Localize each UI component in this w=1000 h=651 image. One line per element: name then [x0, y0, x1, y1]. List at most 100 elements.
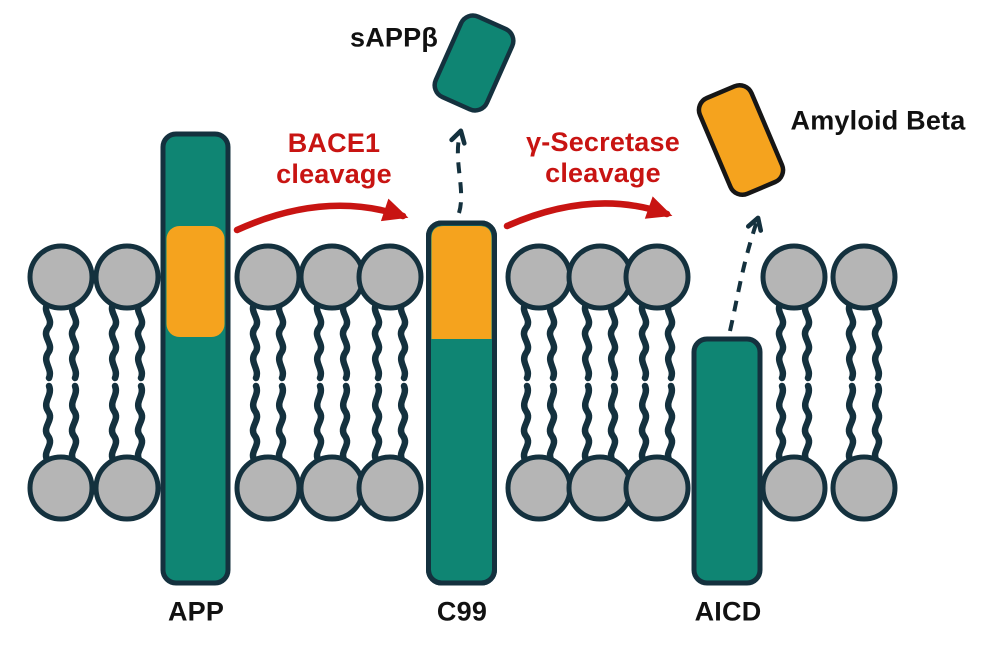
- lipid-head: [505, 243, 573, 311]
- lipid-tail: [108, 299, 120, 382]
- lipid-tail: [371, 382, 383, 465]
- lipid-head: [566, 454, 634, 522]
- lipid-tail: [546, 382, 558, 465]
- lipid-tail: [313, 299, 325, 382]
- lipid-head: [760, 243, 828, 311]
- amyloid-beta-label: Amyloid Beta: [790, 105, 966, 136]
- lipid-tail: [42, 299, 54, 382]
- app-protein-bar: [160, 131, 231, 586]
- lipid-upper: [830, 243, 898, 382]
- lipid-head: [234, 454, 302, 522]
- lipid-head: [298, 454, 366, 522]
- lipid-tail: [397, 299, 409, 382]
- gamma-secretase-label-line1: γ-Secretase: [526, 127, 680, 157]
- lipid-tail: [249, 299, 261, 382]
- lipid-lower: [830, 382, 898, 522]
- lipid-lower: [760, 382, 828, 522]
- lipid-tail: [638, 382, 650, 465]
- lipid-tail: [68, 382, 80, 465]
- lipid-tail: [339, 382, 351, 465]
- lipid-head: [760, 454, 828, 522]
- lipid-tail: [546, 299, 558, 382]
- lipid-lower: [298, 382, 366, 522]
- lipid-head: [830, 454, 898, 522]
- lipid-tail: [871, 382, 883, 465]
- lipid-head: [830, 243, 898, 311]
- lipid-tail: [68, 299, 80, 382]
- lipid-tail: [801, 382, 813, 465]
- lipid-bilayer-membrane: [27, 243, 898, 522]
- lipid-lower: [356, 382, 424, 522]
- gamma-secretase-cleavage-label: γ-Secretase cleavage: [526, 127, 680, 189]
- lipid-tail: [845, 299, 857, 382]
- lipid-tail: [607, 382, 619, 465]
- bace1-cleavage-label: BACE1 cleavage: [276, 128, 392, 190]
- lipid-tail: [581, 382, 593, 465]
- app-label: APP: [167, 596, 225, 627]
- amyloid-beta-shape: [696, 82, 786, 198]
- lipid-head: [93, 243, 161, 311]
- lipid-tail: [520, 299, 532, 382]
- app-bar-body: [160, 131, 231, 586]
- lipid-head: [234, 243, 302, 311]
- aicd-protein-bar: [691, 336, 763, 586]
- bace1-cleavage-label-line2: cleavage: [276, 159, 392, 189]
- lipid-head: [27, 454, 95, 522]
- lipid-upper: [356, 243, 424, 382]
- lipid-tail: [397, 382, 409, 465]
- lipid-tail: [871, 299, 883, 382]
- lipid-tail: [313, 382, 325, 465]
- lipid-tail: [638, 299, 650, 382]
- lipid-upper: [566, 243, 634, 382]
- c99-label: C99: [436, 596, 488, 627]
- c99-abeta-segment: [431, 226, 492, 339]
- amyloid-beta-release-arrow: [728, 215, 764, 332]
- lipid-lower: [93, 382, 161, 522]
- lipid-upper: [298, 243, 366, 382]
- lipid-upper: [27, 243, 95, 382]
- bace1-cleavage-label-line1: BACE1: [287, 128, 381, 158]
- lipid-head: [356, 243, 424, 311]
- lipid-tail: [134, 299, 146, 382]
- lipid-tail: [775, 382, 787, 465]
- c99-bar-outline: [426, 220, 497, 586]
- lipid-upper: [623, 243, 691, 382]
- lipid-lower: [566, 382, 634, 522]
- lipid-tail: [371, 299, 383, 382]
- lipid-tail: [775, 299, 787, 382]
- lipid-tail: [845, 382, 857, 465]
- lipid-tail: [339, 299, 351, 382]
- lipid-tail: [275, 299, 287, 382]
- gamma-secretase-label-line2: cleavage: [545, 158, 661, 188]
- bace1-cleavage-arrow: [233, 198, 409, 234]
- lipid-tail: [42, 382, 54, 465]
- lipid-upper: [234, 243, 302, 382]
- lipid-head: [505, 454, 573, 522]
- sappb-fragment-shape: [432, 13, 516, 113]
- lipid-head: [623, 454, 691, 522]
- lipid-head: [623, 243, 691, 311]
- lipid-upper: [505, 243, 573, 382]
- lipid-tail: [801, 299, 813, 382]
- lipid-lower: [623, 382, 691, 522]
- gamma-secretase-cleavage-arrow: [503, 196, 673, 230]
- lipid-head: [566, 243, 634, 311]
- lipid-lower: [234, 382, 302, 522]
- lipid-head: [356, 454, 424, 522]
- lipid-tail: [275, 382, 287, 465]
- lipid-head: [27, 243, 95, 311]
- lipid-tail: [581, 299, 593, 382]
- sappb-release-arrow: [449, 128, 467, 214]
- lipid-tail: [134, 382, 146, 465]
- lipid-head: [298, 243, 366, 311]
- lipid-tail: [249, 382, 261, 465]
- lipid-tail: [520, 382, 532, 465]
- lipid-tail: [664, 382, 676, 465]
- aicd-label: AICD: [694, 596, 762, 627]
- lipid-upper: [93, 243, 161, 382]
- lipid-tail: [664, 299, 676, 382]
- app-abeta-segment: [166, 226, 225, 337]
- c99-protein-bar: [426, 220, 497, 586]
